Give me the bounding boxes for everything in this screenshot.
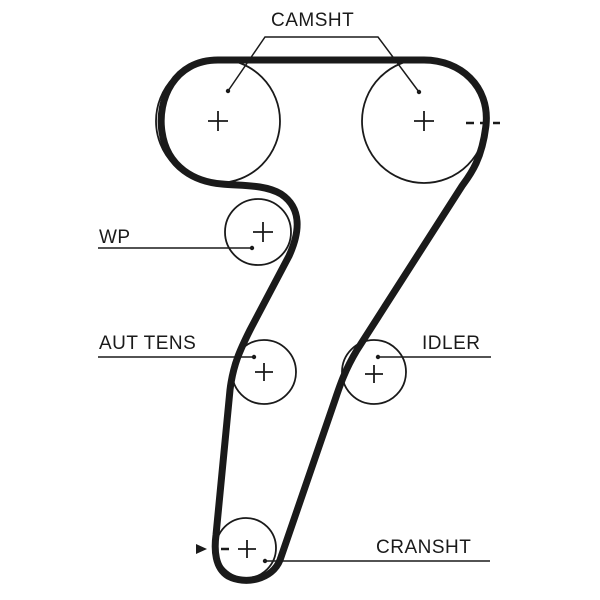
auto-tensioner-center-cross (255, 363, 273, 381)
timing-belt (157, 56, 490, 584)
camshaft-right-center-cross (414, 111, 434, 131)
idler-label: IDLER (422, 333, 481, 354)
crankshaft-label: CRANSHT (376, 537, 472, 558)
auto-tensioner-label: AUT TENS (99, 333, 197, 354)
crankshaft-timing-mark (196, 544, 229, 554)
camshaft-leader-line (227, 36, 420, 93)
camshaft-label: CAMSHT (271, 10, 355, 31)
water-pump-center-cross (253, 222, 273, 242)
camshaft-left-center-cross (208, 111, 228, 131)
crankshaft-center-cross (238, 540, 256, 558)
water-pump-label: WP (99, 227, 131, 248)
water-pump-pulley (224, 198, 292, 266)
idler-center-cross (365, 365, 383, 383)
